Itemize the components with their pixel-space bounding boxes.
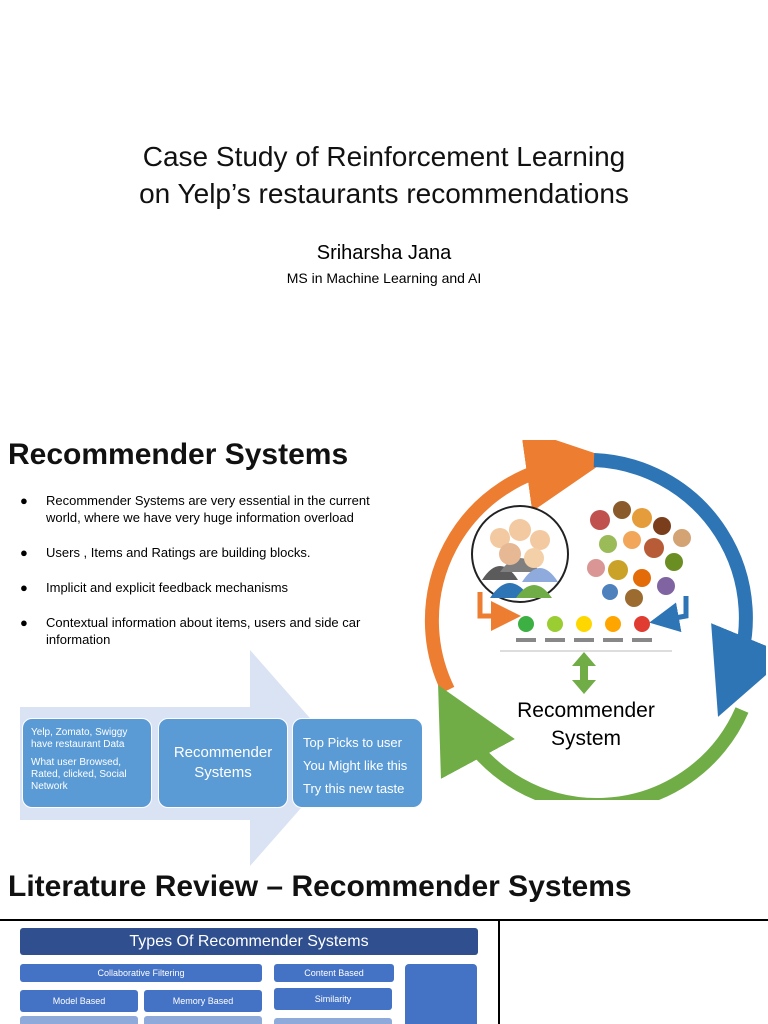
bullet-item: ●Users , Items and Ratings are building … [20,545,311,560]
recommendations-box: Top Picks to user You Might like this Tr… [292,718,423,808]
users-group-icon [471,505,569,603]
memory-based-box: Memory Based [144,990,262,1012]
food-items-icon [587,501,691,607]
green-double-arrow-icon [572,652,596,694]
title-slide: Case Study of Reinforcement Learning on … [0,0,768,430]
types-title-bar: Types Of Recommender Systems [20,928,478,955]
recommender-systems-box: Recommender Systems [158,718,288,808]
literature-review-heading: Literature Review – Recommender Systems [8,870,632,903]
author-subtitle: MS in Machine Learning and AI [286,270,482,286]
orange-cycle-arrow [424,440,610,694]
literature-review-frame [0,919,768,1024]
author-name: Sriharsha Jana [316,242,452,264]
content-based-box: Content Based [274,964,394,982]
rating-scale-icon [500,616,672,652]
title-slide-title: Case Study of Reinforcement Learning on … [139,141,629,209]
collab-sub-box [20,1016,138,1024]
bullet-item: ●Recommender Systems are very essential … [20,493,370,525]
bullet-item: ●Implicit and explicit feedback mechanis… [20,580,289,595]
orange-small-arrow-icon [477,592,521,631]
green-cycle-arrow [438,685,749,800]
hybrid-box [405,964,477,1024]
bullet-dot-icon: ● [20,580,28,595]
blue-cycle-arrow [593,453,766,717]
bullet-list: ●Recommender Systems are very essential … [20,492,392,666]
model-based-box: Model Based [20,990,138,1012]
content-sub-box [274,1018,392,1024]
bullet-item: ●Contextual information about items, use… [20,615,361,647]
data-source-box: Yelp, Zomato, Swiggy have restaurant Dat… [22,718,152,808]
blue-small-arrow-icon [649,596,689,633]
collaborative-filtering-box: Collaborative Filtering [20,964,262,982]
recommender-system-label: Recommender System [517,699,655,750]
bullet-dot-icon: ● [20,545,28,560]
memory-sub-box [144,1016,262,1024]
frame-divider [498,919,500,1024]
recommender-cycle-diagram [424,440,766,800]
recommender-heading: Recommender Systems [8,438,349,471]
bullet-dot-icon: ● [20,493,28,508]
similarity-box: Similarity [274,988,392,1010]
bullet-dot-icon: ● [20,615,28,630]
